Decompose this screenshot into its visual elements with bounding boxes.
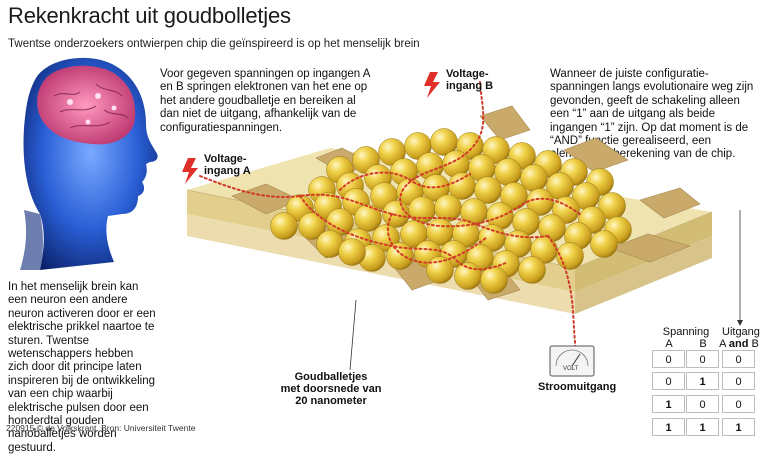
gold-ball — [408, 196, 436, 224]
truth-table-cell: 1 — [686, 372, 719, 390]
truth-table-header-output: Uitgang — [722, 326, 760, 338]
truth-table-cell: 0 — [722, 372, 755, 390]
gold-ball — [474, 176, 502, 204]
gold-ball — [480, 266, 508, 294]
truth-table-cell: 0 — [652, 350, 685, 368]
truth-table-cell: 1 — [652, 418, 685, 436]
gold-ball — [426, 256, 454, 284]
truth-table-header-input: Spanning — [662, 326, 710, 338]
truth-table-cell: 0 — [722, 350, 755, 368]
human-head-illustration — [20, 57, 158, 270]
truth-table-cell: 0 — [686, 395, 719, 413]
source-credit: 220915 © de Volkskrant. Bron: Universite… — [6, 423, 196, 433]
gold-ball — [518, 256, 546, 284]
intro-paragraph: Voor gegeven spanningen op ingangen A en… — [160, 68, 370, 134]
truth-table-cell: 0 — [722, 395, 755, 413]
truth-table-cell: 1 — [652, 395, 685, 413]
gold-ball — [386, 242, 414, 270]
chip-illustration — [20, 57, 743, 377]
lightning-icon-b — [424, 72, 440, 98]
gold-ball — [590, 230, 618, 258]
lightning-icon-a — [182, 158, 198, 184]
voltage-input-b-label: Voltage- ingang B — [446, 68, 494, 92]
gold-ball — [338, 238, 366, 266]
gold-ball — [354, 204, 382, 232]
gold-ball — [270, 212, 298, 240]
gold-ball — [556, 242, 584, 270]
truth-table-col-output: A and B — [719, 338, 759, 350]
and-function-paragraph: Wanneer de juiste configuratie-spanninge… — [550, 68, 754, 161]
truth-table-cell: 0 — [652, 372, 685, 390]
volt-meter-label: VOLT — [563, 366, 579, 372]
gold-nanoparticles — [270, 128, 632, 294]
current-output-label: Stroomuitgang — [538, 381, 617, 393]
truth-table-col-a: A — [665, 338, 673, 350]
truth-table-cell: 0 — [686, 350, 719, 368]
gold-balls-label: Goudballetjes met doorsnede van 20 nanom… — [280, 371, 382, 407]
electron-paths — [199, 81, 581, 351]
brain-icon — [37, 65, 136, 145]
volt-meter-icon — [549, 345, 595, 377]
truth-table-col-b: B — [699, 338, 707, 350]
truth-table-cell: 1 — [722, 418, 755, 436]
page-title: Rekenkracht uit goudbolletjes — [8, 3, 291, 28]
gold-ball — [298, 212, 326, 240]
page-subtitle: Twentse onderzoekers ontwierpen chip die… — [8, 38, 420, 50]
gold-ball — [454, 262, 482, 290]
voltage-input-a-label: Voltage- ingang A — [204, 153, 251, 177]
truth-table-cell: 1 — [686, 418, 719, 436]
